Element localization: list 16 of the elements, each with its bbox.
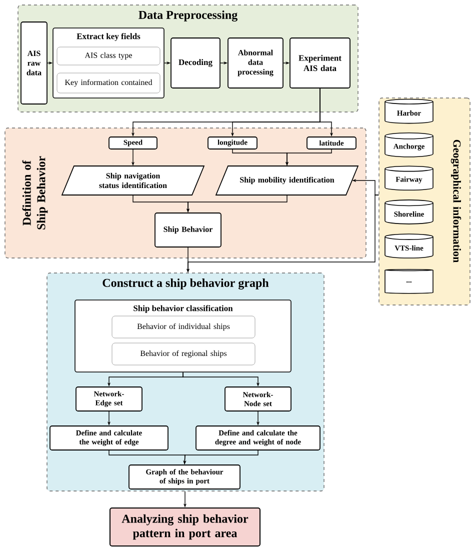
sub-box: Key information contained [56,72,160,94]
process-box: Decoding [170,38,220,88]
sub-box: Behavior of regional ships [112,342,256,366]
panel-title: Data Preprocessing [138,10,238,22]
sub-box: AIS class type [56,46,160,66]
process-box: AIS raw data [20,22,48,104]
process-box: Ship Behavior [154,212,222,248]
panel-title: Geographical information [450,140,462,263]
panel-title: Construct a ship behavior graph [102,278,269,290]
process-box: Experiment AIS data [290,38,350,88]
box-heading: Extract key fields [76,33,140,41]
box-heading: Ship behavior classification [134,305,233,313]
sub-box: Behavior of individual ships [112,316,256,338]
process-box: Abnormal data processing [228,38,284,88]
panel-title: Definition of Ship Behavior [22,156,48,230]
process-box: Analyzing ship behavior pattern in port area [110,508,260,546]
